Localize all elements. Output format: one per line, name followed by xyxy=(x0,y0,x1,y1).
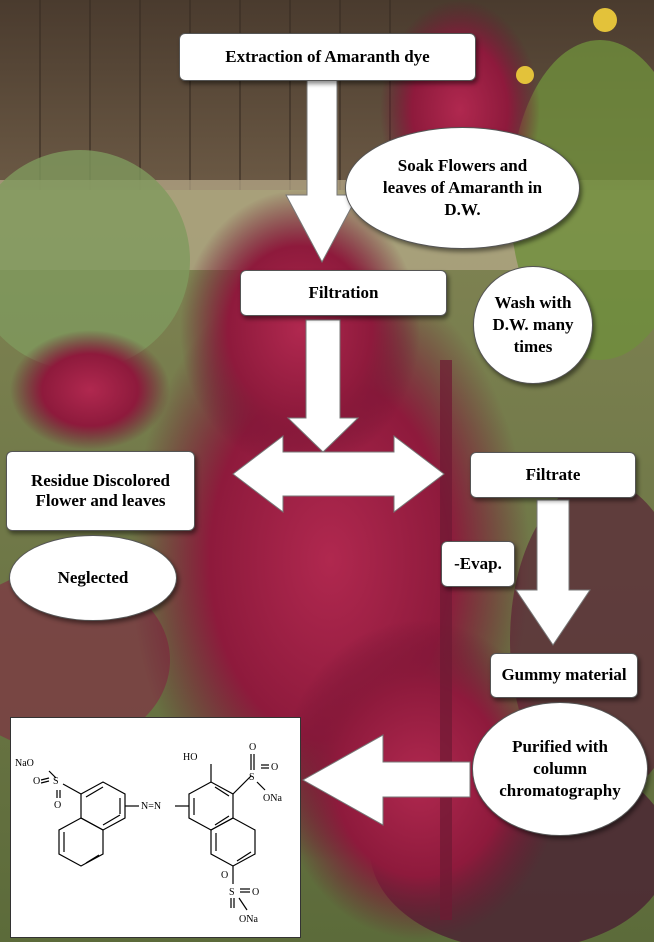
label-o-bottom2: O xyxy=(221,870,228,881)
filtration-text: Filtration xyxy=(309,283,379,303)
right-ring-top xyxy=(189,782,233,830)
arrow-title-to-filtration xyxy=(286,80,358,262)
wash-text: Wash with D.W. many times xyxy=(488,292,578,358)
neglected-text: Neglected xyxy=(58,567,129,589)
label-ho: HO xyxy=(183,752,197,763)
neglected-ellipse: Neglected xyxy=(9,535,177,621)
filtrate-text: Filtrate xyxy=(526,465,581,485)
soak-text: Soak Flowers and leaves of Amaranth in D… xyxy=(374,155,551,221)
purified-text: Purified with column chromatography xyxy=(495,736,625,802)
right-ring-bottom xyxy=(211,818,255,866)
purified-ellipse: Purified with column chromatography xyxy=(472,702,648,836)
title-text: Extraction of Amaranth dye xyxy=(225,47,429,67)
label-s-left: S xyxy=(53,776,59,787)
filtration-box: Filtration xyxy=(240,270,447,316)
residue-box: Residue Discolored Flower and leaves xyxy=(6,451,195,531)
label-s-bottom: S xyxy=(229,887,235,898)
amaranth-structure-drawing: NaO S O O N=N HO S O O ONa S O O ONa xyxy=(11,718,300,937)
label-o-top2: O xyxy=(271,762,278,773)
gummy-box: Gummy material xyxy=(490,653,638,698)
label-o-top1: O xyxy=(249,742,256,753)
gummy-text: Gummy material xyxy=(501,665,626,685)
left-ring-bottom xyxy=(59,818,103,866)
evaporation-text: -Evap. xyxy=(454,554,502,574)
label-o-left-bottom: O xyxy=(54,800,61,811)
arrow-double-residue-filtrate xyxy=(233,436,444,512)
left-ring-top xyxy=(81,782,125,830)
label-azo: N=N xyxy=(141,801,161,812)
evaporation-box: -Evap. xyxy=(441,541,515,587)
filtrate-box: Filtrate xyxy=(470,452,636,498)
label-o-left-top: O xyxy=(33,776,40,787)
arrow-filtrate-to-gummy xyxy=(516,500,590,645)
label-nao: NaO xyxy=(15,758,34,769)
title-box: Extraction of Amaranth dye xyxy=(179,33,476,81)
arrow-filtration-to-split xyxy=(288,320,358,452)
arrow-purified-to-structure xyxy=(303,735,470,825)
label-s-top: S xyxy=(249,772,255,783)
wash-ellipse: Wash with D.W. many times xyxy=(473,266,593,384)
label-o-bottom1: O xyxy=(252,887,259,898)
amaranth-structure-panel: NaO S O O N=N HO S O O ONa S O O ONa xyxy=(10,717,301,938)
residue-text: Residue Discolored Flower and leaves xyxy=(13,471,188,512)
label-ona-top: ONa xyxy=(263,793,282,804)
label-ona-bottom: ONa xyxy=(239,914,258,925)
soak-ellipse: Soak Flowers and leaves of Amaranth in D… xyxy=(345,127,580,249)
